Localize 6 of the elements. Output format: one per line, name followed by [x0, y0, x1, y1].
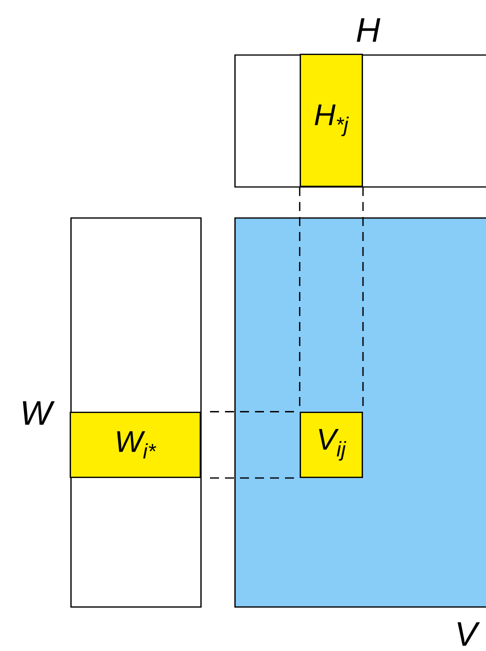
matrix-label: V	[458, 622, 480, 646]
matrix-label: H	[356, 18, 380, 42]
matrix-label: W	[22, 401, 55, 425]
highlighted-block: H$_{*j}$	[300, 54, 363, 187]
highlighted-block: W$_{i*}$	[70, 412, 201, 478]
highlighted-block: V$_{ij}$	[300, 412, 363, 478]
